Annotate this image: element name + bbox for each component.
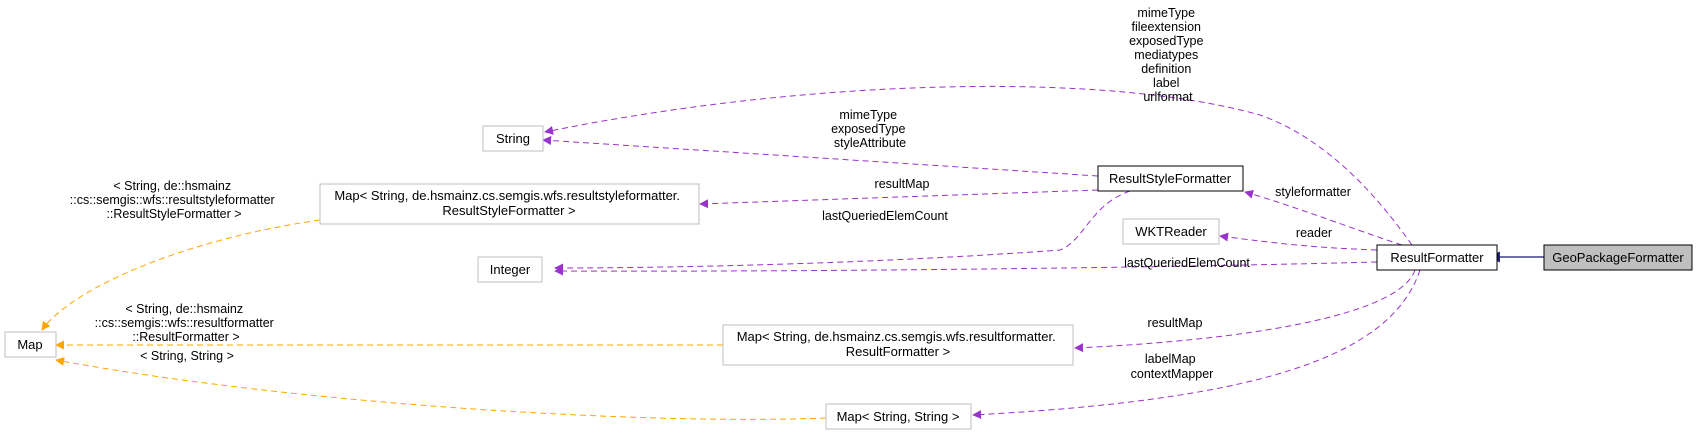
label-template-style: < String, de::hsmainz ::cs::semgis::wfs:…	[70, 179, 278, 221]
node-map-result[interactable]: Map< String, de.hsmainz.cs.semgis.wfs.re…	[722, 324, 1074, 366]
edge-lastqueried-style	[554, 190, 1131, 273]
label-lastqueried-style: lastQueriedElemCount	[822, 209, 948, 223]
edge-template-style	[41, 219, 321, 331]
node-label: Map< String, de.hsmainz.cs.semgis.wfs.re…	[737, 329, 1060, 359]
node-label: Map< String, String >	[837, 409, 960, 424]
edge-lastqueried-formatter	[554, 261, 1378, 276]
edges	[41, 85, 1544, 420]
node-label: String	[496, 131, 530, 146]
label-resultmap-style: resultMap	[875, 177, 930, 191]
node-map-style[interactable]: Map< String, de.hsmainz.cs.semgis.wfs.re…	[319, 183, 700, 225]
node-map[interactable]: Map	[4, 331, 57, 358]
node-wktreader[interactable]: WKTReader	[1122, 218, 1220, 245]
node-map-string-string[interactable]: Map< String, String >	[825, 403, 972, 430]
label-string-from-formatter: mimeType fileextension exposedType media…	[1129, 6, 1207, 104]
node-resultformatter[interactable]: ResultFormatter	[1376, 244, 1498, 271]
node-label: Map	[17, 337, 42, 352]
node-label: Integer	[490, 262, 531, 277]
label-template-string: < String, String >	[140, 349, 234, 363]
edge-styleformatter	[1244, 189, 1403, 246]
label-resultmap-formatter: resultMap	[1148, 316, 1203, 330]
edge-string-from-resultformatter	[544, 85, 1413, 246]
node-geopackageformatter[interactable]: GeoPackageFormatter	[1543, 244, 1693, 271]
node-label: GeoPackageFormatter	[1552, 250, 1684, 265]
label-styleformatter: styleformatter	[1275, 185, 1351, 199]
edge-template-string	[55, 357, 827, 420]
node-integer[interactable]: Integer	[477, 256, 543, 283]
node-label: WKTReader	[1135, 224, 1207, 239]
node-label: ResultStyleFormatter	[1109, 171, 1232, 186]
edge-string-from-styleformatter	[542, 136, 1099, 177]
node-label: ResultFormatter	[1390, 250, 1484, 265]
edge-resultmap-style	[699, 189, 1099, 209]
node-label: Map< String, de.hsmainz.cs.semgis.wfs.re…	[334, 188, 683, 218]
label-string-from-style: mimeType exposedType styleAttribute	[831, 108, 909, 150]
label-labelmap: labelMap contextMapper	[1131, 352, 1214, 381]
label-reader: reader	[1296, 226, 1332, 240]
node-resultstyleformatter[interactable]: ResultStyleFormatter	[1097, 165, 1244, 192]
label-lastqueried-formatter: lastQueriedElemCount	[1124, 256, 1250, 270]
edge-resultmap-formatter	[1074, 269, 1416, 353]
edge-labelmap	[972, 269, 1421, 420]
label-template-result: < String, de::hsmainz ::cs::semgis::wfs:…	[95, 302, 278, 344]
edge-labels: mimeType fileextension exposedType media…	[70, 6, 1351, 381]
node-string[interactable]: String	[482, 125, 544, 152]
